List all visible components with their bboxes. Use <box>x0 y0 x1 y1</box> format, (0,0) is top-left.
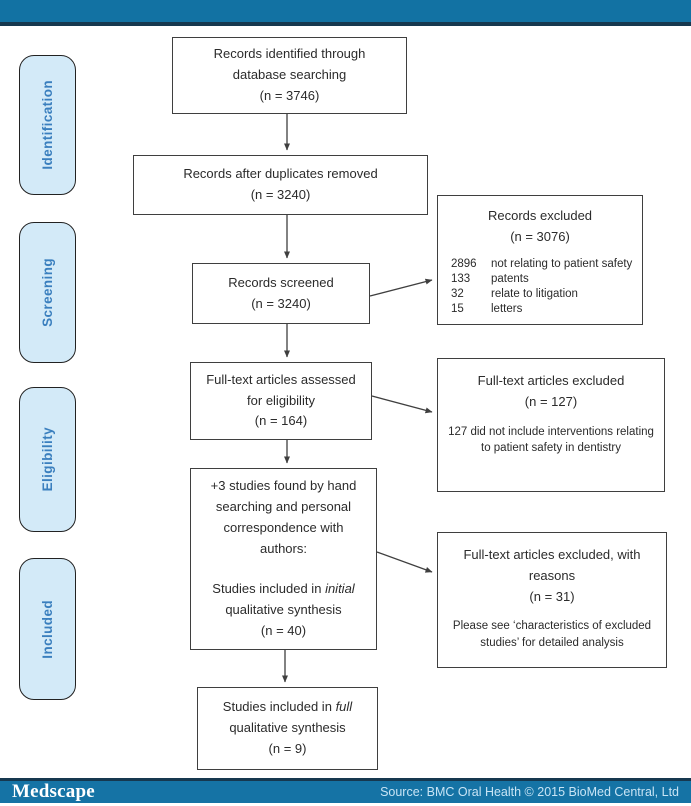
box-fulltext-excluded-title: Full-text articles excluded (n = 127) <box>477 373 625 409</box>
excluded-item-label: relate to litigation <box>491 287 578 300</box>
arrow-assessed-to-excluded <box>371 395 433 414</box>
stage-label-included: Included <box>19 558 76 700</box>
records-excluded-list: 2896 not relating to patient safety 133 … <box>438 257 632 318</box>
box-records-identified: Records identified through database sear… <box>172 37 407 114</box>
stage-label-eligibility: Eligibility <box>19 387 76 532</box>
box-fulltext-excluded-reasons-note: Please see ‘characteristics of excluded … <box>452 620 652 650</box>
excluded-item-count: 32 <box>451 287 464 300</box>
box-included-full-italic: full <box>335 699 353 715</box>
box-records-excluded: Records excluded (n = 3076) 2896 not rel… <box>437 195 643 325</box>
excluded-item-count: 2896 <box>451 257 477 270</box>
excluded-item-count: 15 <box>451 303 464 316</box>
medscape-logo: Medscape <box>12 781 95 802</box>
box-fulltext-excluded-note: 127 did not include interventions relati… <box>448 425 654 455</box>
box-duplicates-removed: Records after duplicates removed (n = 32… <box>133 155 428 215</box>
stage-label-included-text: Included <box>40 599 55 659</box>
box-records-screened-text: Records screened (n = 3240) <box>228 274 334 311</box>
box-hand-search-part2-italic: initial <box>325 581 355 597</box>
excluded-item-label: not relating to patient safety <box>491 257 633 270</box>
stage-label-identification-text: Identification <box>40 80 55 170</box>
box-fulltext-excluded-reasons: Full-text articles excluded, with reason… <box>437 532 667 668</box>
excluded-item-count: 133 <box>451 272 471 285</box>
arrow-screened-to-excluded <box>369 278 433 297</box>
box-fulltext-assessed-text: Full-text articles assessed for eligibil… <box>206 371 356 429</box>
arrow-handsearch-to-excluded <box>376 551 433 573</box>
box-hand-search-part1: +3 studies found by hand searching and p… <box>210 478 357 556</box>
top-bar <box>0 0 691 26</box>
excluded-item: 32 relate to litigation <box>451 287 632 302</box>
box-records-screened: Records screened (n = 3240) <box>192 263 370 324</box>
source-attribution: Source: BMC Oral Health © 2015 BioMed Ce… <box>380 785 679 799</box>
box-fulltext-excluded: Full-text articles excluded (n = 127) 12… <box>437 358 665 492</box>
box-hand-search-part2-prefix: Studies included in <box>212 581 322 597</box>
box-duplicates-removed-text: Records after duplicates removed (n = 32… <box>183 166 378 202</box>
excluded-item-label: letters <box>491 303 523 316</box>
footer-bar: Medscape Source: BMC Oral Health © 2015 … <box>0 778 691 803</box>
excluded-item: 133 patents <box>451 272 632 287</box>
stage-label-identification: Identification <box>19 55 76 195</box>
box-fulltext-excluded-reasons-title: Full-text articles excluded, with reason… <box>463 547 641 604</box>
box-hand-search-part2-rest: qualitative synthesis (n = 40) <box>225 602 342 638</box>
excluded-item: 2896 not relating to patient safety <box>451 257 632 272</box>
box-hand-search: +3 studies found by hand searching and p… <box>190 468 377 650</box>
stage-label-eligibility-text: Eligibility <box>40 427 55 492</box>
excluded-item: 15 letters <box>451 302 632 317</box>
stage-label-screening: Screening <box>19 222 76 363</box>
box-fulltext-assessed: Full-text articles assessed for eligibil… <box>190 362 372 440</box>
box-included-full-rest: qualitative synthesis (n = 9) <box>229 720 346 756</box>
stage-label-screening-text: Screening <box>40 258 55 327</box>
excluded-item-label: patents <box>491 272 529 285</box>
box-included-full-prefix: Studies included in <box>222 699 332 715</box>
box-records-excluded-title: Records excluded (n = 3076) <box>487 208 593 244</box>
box-records-identified-text: Records identified through database sear… <box>213 46 366 103</box>
